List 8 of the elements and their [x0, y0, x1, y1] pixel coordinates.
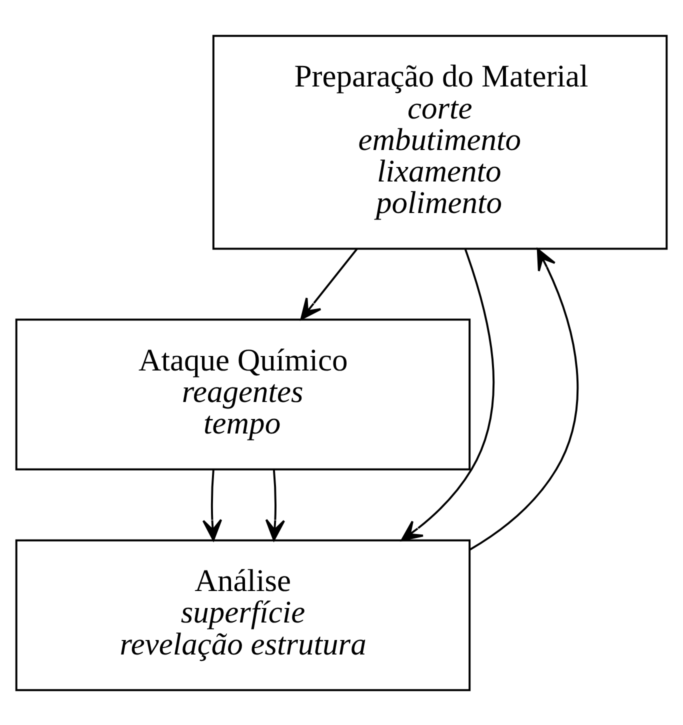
- arrow: [265, 469, 286, 540]
- arrow: [202, 469, 222, 540]
- node-box: Preparação do Material corte embutimento lixamento polimento: [212, 34, 668, 250]
- arrow: [300, 248, 358, 320]
- node-box: Análise superfície revelação estrutura: [15, 538, 471, 691]
- arrow: [400, 248, 495, 541]
- arrow: [469, 248, 579, 550]
- node-box: Ataque Químico reagentes tempo: [15, 318, 471, 470]
